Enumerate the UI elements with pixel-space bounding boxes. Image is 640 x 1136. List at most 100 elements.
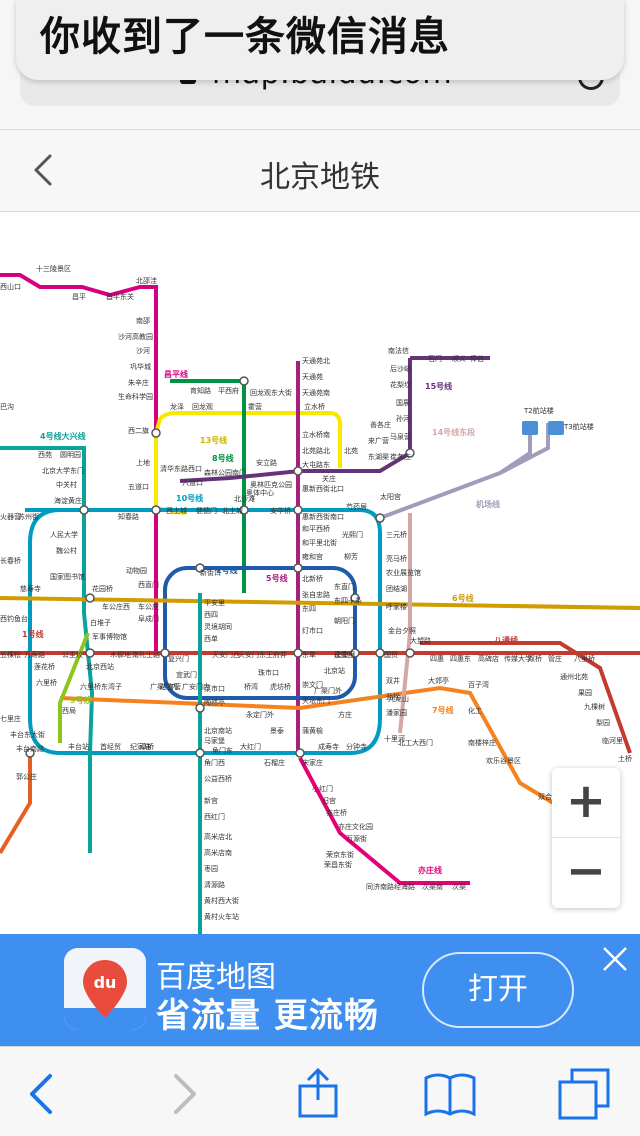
station-chengshousi[interactable]: 成寿寺 — [318, 742, 339, 751]
station-weigongcun[interactable]: 魏公村 — [56, 546, 77, 555]
station-shuangqiao[interactable]: 双桥 — [528, 654, 542, 663]
station-jiulongshan[interactable]: 九龙山 — [388, 694, 409, 703]
station-xidan[interactable]: 西单 — [204, 634, 218, 643]
station-jiugong[interactable]: 旧宫 — [322, 796, 336, 805]
station-shangdi[interactable]: 上地 — [136, 458, 150, 467]
station-nongyezhanlanguan[interactable]: 农业展览馆 — [386, 568, 421, 577]
station-liangmaqiao[interactable]: 亮马桥 — [386, 554, 407, 563]
station-dongwuyuan[interactable]: 动物园 — [126, 566, 147, 575]
station-shunyi[interactable]: 顺义 — [452, 355, 466, 363]
station-tiantongyuan[interactable]: 天通苑 — [302, 372, 323, 381]
station-maquanying[interactable]: 马泉营 — [390, 432, 411, 441]
station-dajiaoting[interactable]: 大郊亭 — [428, 676, 449, 685]
station-huixinxijiebeikou[interactable]: 惠新西街北口 — [302, 484, 344, 493]
station-gongzhufen[interactable]: 公主坟 — [62, 650, 83, 659]
station-lishuiqiaonan[interactable]: 立水桥南 — [302, 430, 330, 439]
station-pingxifu[interactable]: 平西府 — [218, 386, 239, 395]
station-dongzhimen[interactable]: 东直门 — [334, 582, 355, 591]
station-haidianhuangzhuang[interactable]: 海淀黄庄 — [54, 496, 82, 505]
station-guangqumenwai[interactable]: 广渠门外 — [314, 686, 342, 695]
station-chegongzhuangxi[interactable]: 车公庄西 — [102, 602, 130, 611]
station-majiabao[interactable]: 马家堡 — [204, 736, 225, 745]
station-wukesong[interactable]: 五棵松 — [0, 650, 21, 659]
station-tongzhoubeiyuan[interactable]: 通州北苑 — [560, 672, 588, 681]
station-houshayu[interactable]: 后沙峪 — [390, 364, 411, 373]
station-zhushikou[interactable]: 珠市口 — [258, 668, 279, 677]
station-junshibowuguan[interactable]: 军事博物馆 — [92, 632, 127, 641]
station-t2[interactable]: T2航站楼 — [523, 406, 554, 415]
station-sanyuanqiao[interactable]: 三元桥 — [386, 530, 407, 539]
station-qiaowan[interactable]: 桥湾 — [244, 682, 258, 691]
station-nanfaxin[interactable]: 南法信 — [388, 346, 409, 355]
station-beiyuanlubei[interactable]: 北苑路北 — [302, 446, 330, 455]
station-tiantongyuannan[interactable]: 天通苑南 — [302, 388, 330, 397]
station-liufang[interactable]: 柳芳 — [344, 552, 358, 561]
tabs-icon[interactable] — [556, 1066, 612, 1122]
station-changpingxiguan[interactable]: 昌平东关 — [106, 292, 134, 301]
station-beijingzhan[interactable]: 北京站 — [324, 666, 345, 675]
station-anhuaqiao[interactable]: 安华桥 — [270, 506, 291, 515]
station-liuliqiaodong[interactable]: 六里桥东 — [80, 682, 108, 691]
station-fangzhuang[interactable]: 方庄 — [338, 710, 352, 719]
station-dongsishitiao[interactable]: 东四十条 — [334, 596, 362, 605]
station-xingong[interactable]: 新宫 — [204, 796, 218, 805]
station-jiaomenxi[interactable]: 角门西 — [204, 758, 225, 767]
station-fuchengmen[interactable]: 阜成门 — [138, 614, 159, 623]
station-sihuidong[interactable]: 四惠东 — [450, 654, 471, 663]
station-beidadongmen[interactable]: 北京大学东门 — [42, 466, 84, 475]
station-guojiatushuguan[interactable]: 国家图书馆 — [50, 572, 85, 581]
station-beijingxizhan[interactable]: 北京西站 — [86, 662, 114, 671]
station-renmindaxue[interactable]: 人民大学 — [50, 530, 78, 539]
station-guoyuan[interactable]: 果园 — [578, 689, 592, 697]
station-fengtaizhan[interactable]: 丰台站 — [68, 742, 89, 751]
station-yuanmingyuan[interactable]: 圆明园 — [60, 451, 81, 459]
station-baishiqiao[interactable]: 巴沟 — [0, 402, 14, 411]
station-wanshoulu[interactable]: 万寿路 — [24, 650, 45, 659]
station-liudaokou[interactable]: 六道口 — [182, 478, 203, 487]
station-tiantandongmen[interactable]: 天坛东门 — [302, 696, 330, 705]
station-hujialou[interactable]: 呼家楼 — [386, 602, 407, 611]
station-dengshikou[interactable]: 灯市口 — [302, 626, 323, 635]
station-muxidi[interactable]: 木樨地 — [110, 650, 131, 659]
back-arrow-icon[interactable] — [26, 150, 66, 190]
station-shaoyaoju[interactable]: 芍药居 — [346, 502, 367, 511]
close-icon[interactable] — [600, 944, 630, 974]
station-ciqu[interactable]: 次渠南 — [422, 882, 443, 891]
station-wangfujing[interactable]: 王府井 — [266, 650, 287, 659]
station-dawanglu[interactable]: 大望路 — [410, 636, 431, 645]
station-xierqi[interactable]: 西二旗 — [128, 426, 149, 435]
station-chaoyangmen[interactable]: 朝阳门 — [334, 616, 355, 625]
zoom-in-button[interactable]: + — [552, 768, 620, 838]
station-chongwenmen[interactable]: 崇文门 — [302, 680, 323, 689]
station-rongchangdongjie[interactable]: 荣昌东街 — [324, 860, 352, 869]
share-icon[interactable] — [290, 1066, 346, 1122]
station-shuanghe[interactable]: 双合 — [538, 792, 552, 801]
station-panjiayuan[interactable]: 潘家园 — [386, 708, 407, 717]
station-dahongmen[interactable]: 大红门 — [240, 742, 261, 751]
station-huilongguan[interactable]: 回龙观 — [192, 402, 213, 411]
station-shahegaojiaoyuan[interactable]: 沙河高教园 — [118, 332, 153, 341]
station-anlilu[interactable]: 安立路 — [256, 458, 277, 467]
station-yongdingmenwai[interactable]: 永定门外 — [246, 710, 274, 719]
station-jijiamiao[interactable]: 纪家庙 — [130, 742, 151, 751]
station-lianhuaqiao[interactable]: 莲花桥 — [34, 662, 55, 671]
station-dongdan[interactable]: 东单 — [302, 650, 316, 659]
station-xidiaoyutai[interactable]: 西钓鱼台 — [0, 614, 28, 623]
station-dongsi[interactable]: 东四 — [302, 604, 316, 613]
station-shengmingkexueyuan[interactable]: 生命科学园 — [118, 392, 153, 401]
station-chegongzhuang[interactable]: 车公庄 — [138, 602, 159, 611]
station-caishikou[interactable]: 菜市口 — [204, 684, 225, 693]
station-huoqiying[interactable]: 火器营 — [0, 512, 21, 521]
open-app-button[interactable]: 打开 — [422, 952, 574, 1028]
station-rongjingdongjie[interactable]: 荣京东街 — [326, 850, 354, 859]
subway-map[interactable]: 昌平线 8号线 13号线 10号线 5号线 2号线 15号线 14号线东段 机场… — [0, 213, 640, 935]
station-caoqiao[interactable]: 草桥 — [140, 742, 154, 751]
station-guanganmennei[interactable]: 广安门内 — [182, 682, 210, 691]
station-tuanjiehu[interactable]: 团结湖 — [386, 584, 407, 593]
station-yuzhilu[interactable]: 育知路 — [190, 386, 211, 395]
station-beixinqiao[interactable]: 北新桥 — [302, 574, 323, 583]
station-zaoyuan[interactable]: 枣园 — [204, 864, 218, 873]
station-jinsong[interactable]: 劲松 — [386, 692, 400, 701]
station-guangximen[interactable]: 光熙门 — [342, 530, 363, 539]
station-changping[interactable]: 昌平 — [72, 293, 86, 301]
